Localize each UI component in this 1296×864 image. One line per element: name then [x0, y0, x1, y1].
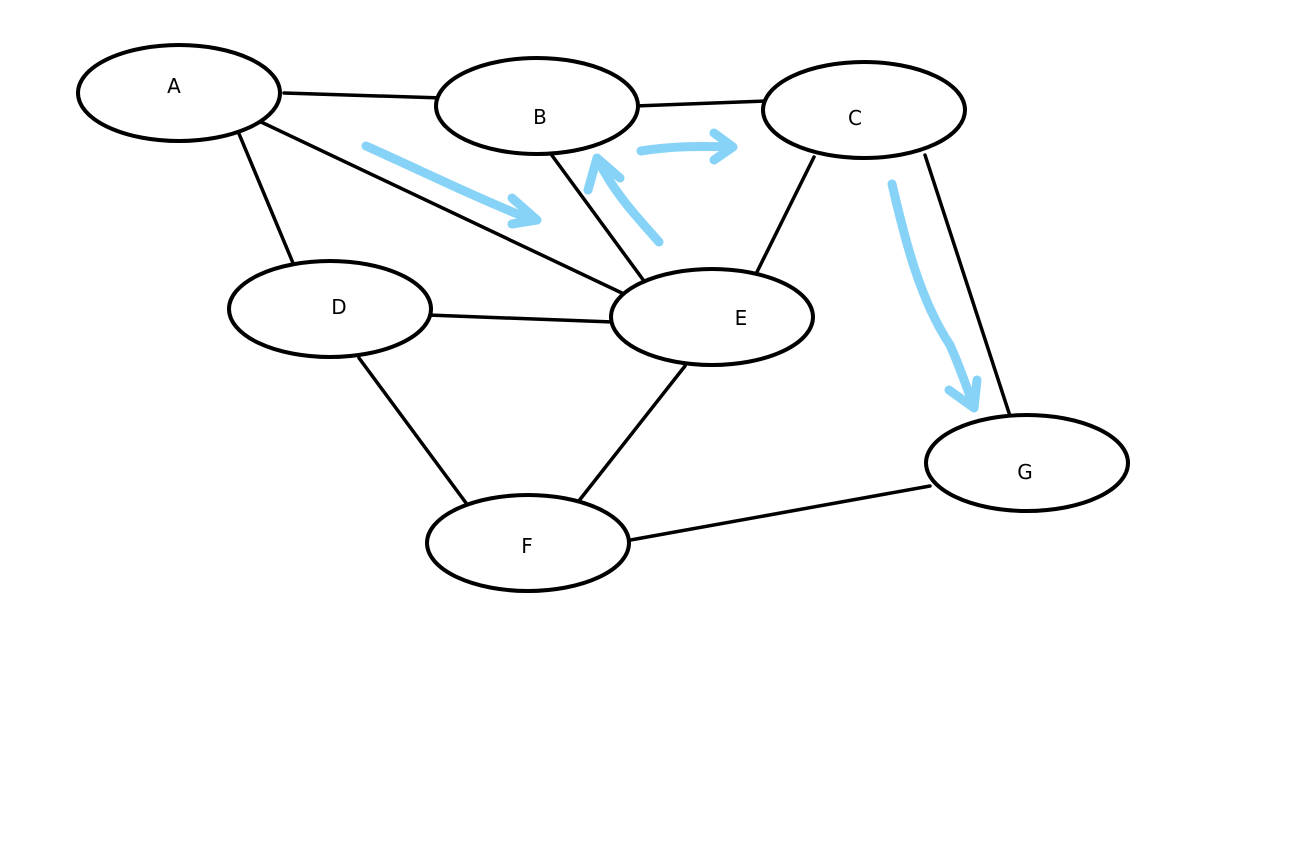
node-ellipse-b	[434, 56, 640, 156]
path-arrow-b-c	[636, 128, 738, 165]
edge-a-b	[282, 91, 445, 100]
node-ellipse-g	[924, 413, 1130, 513]
edge-b-c	[632, 99, 767, 108]
path-arrow-e-b	[583, 153, 664, 247]
node-label-b: B	[533, 105, 547, 129]
node-ellipse-d	[227, 259, 433, 359]
node-label-g: G	[1017, 460, 1033, 484]
node-ellipse-c	[761, 60, 967, 160]
node-label-c: C	[848, 106, 862, 130]
edge-a-e	[257, 119, 626, 296]
edge-c-g	[923, 153, 1012, 418]
edges-layer	[235, 91, 1012, 543]
node-ellipse-a	[76, 43, 282, 143]
node-label-f: F	[521, 534, 533, 558]
node-label-d: D	[331, 295, 346, 319]
node-a: A	[76, 43, 282, 143]
node-f: F	[425, 493, 631, 593]
edge-f-g	[623, 484, 932, 543]
path-arrow-a-e	[361, 141, 542, 229]
path-arrow-c-g	[887, 179, 982, 413]
node-label-a: A	[167, 74, 181, 98]
edge-d-e	[426, 313, 615, 324]
edge-e-f	[576, 364, 687, 504]
node-c: C	[761, 60, 967, 160]
edge-d-f	[357, 356, 471, 509]
path-arrows-layer	[361, 128, 982, 413]
nodes-layer: A B C D E F G	[76, 43, 1130, 593]
edge-c-e	[752, 155, 816, 280]
node-ellipse-e	[609, 267, 815, 367]
node-ellipse-f	[425, 493, 631, 593]
node-d: D	[227, 259, 433, 359]
node-b: B	[434, 56, 640, 156]
edge-a-d	[235, 127, 295, 265]
edge-b-e	[546, 148, 646, 283]
node-e: E	[609, 267, 815, 367]
node-g: G	[924, 413, 1130, 513]
node-label-e: E	[735, 306, 748, 330]
